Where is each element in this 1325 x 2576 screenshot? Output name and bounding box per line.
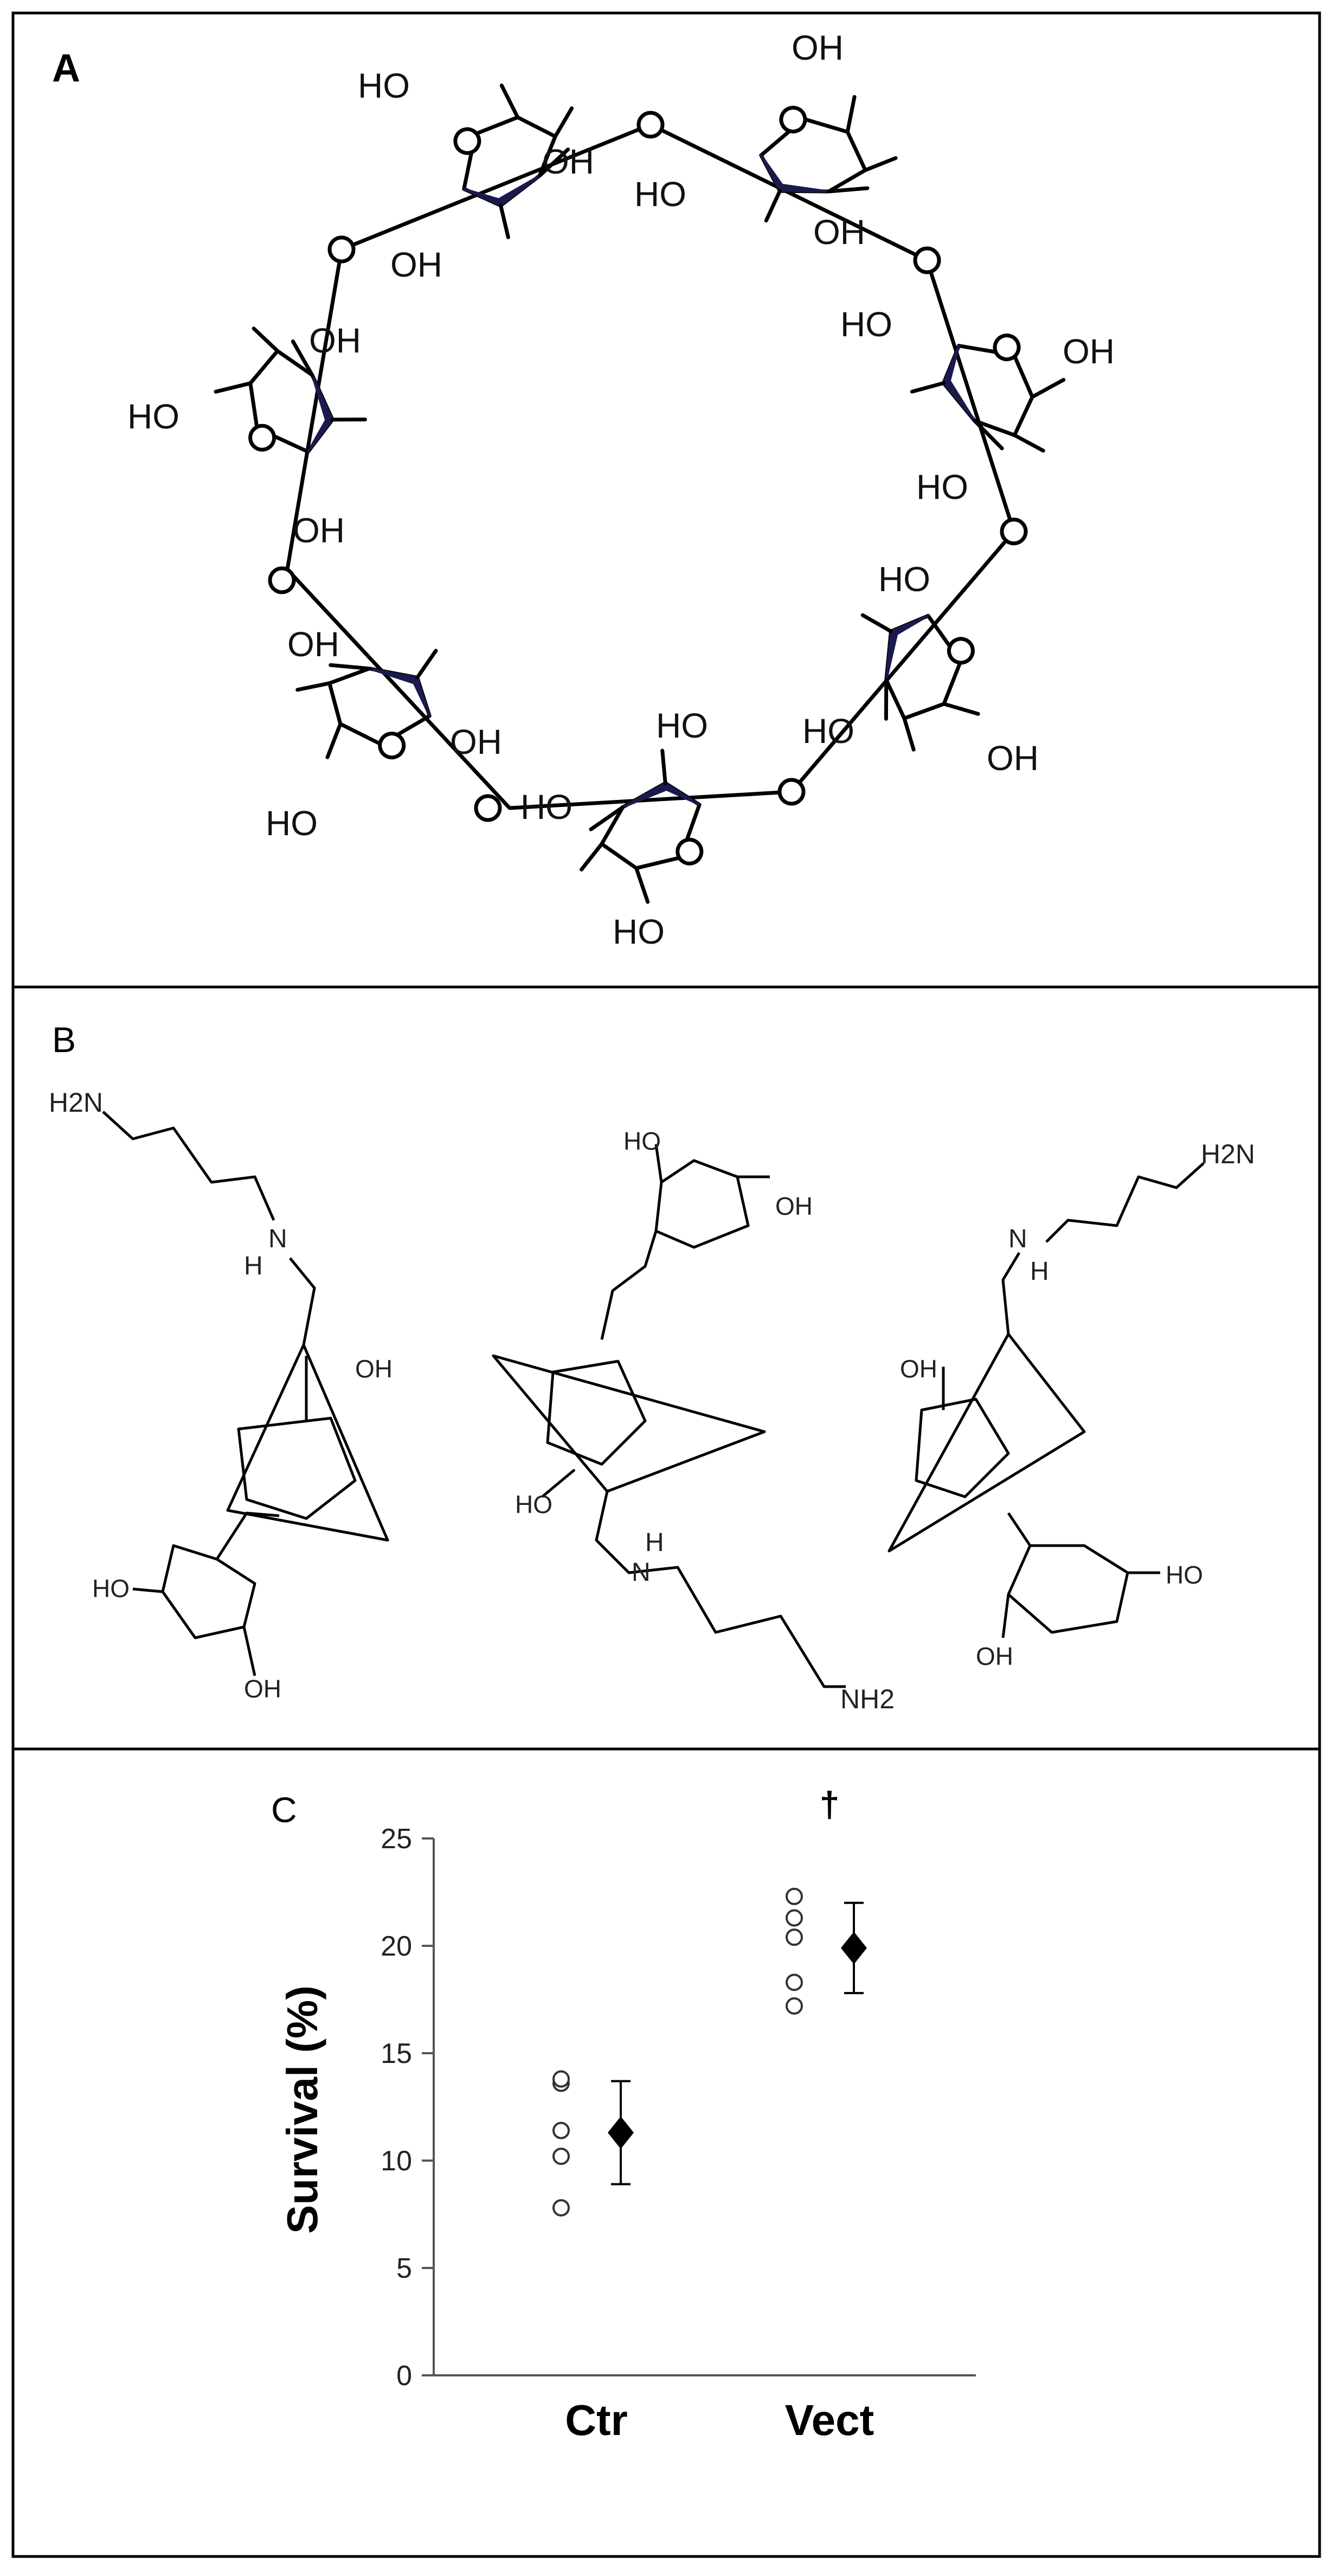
oh-label: OH <box>244 1675 281 1703</box>
vector-molecule-middle: HO OH HO H N NH2 <box>492 1127 895 1714</box>
individual-point <box>552 2148 570 2165</box>
individual-point <box>552 2199 570 2217</box>
y-tick-label: 0 <box>396 2360 412 2392</box>
oh-label: HO <box>623 1127 661 1155</box>
individual-point <box>786 1997 803 2015</box>
glucose-unit-5 <box>564 746 715 912</box>
glucose-unit-3 <box>903 316 1084 486</box>
oh-label: HO <box>878 560 930 599</box>
panel-b: B H2N N H OH HO OH <box>49 1020 1255 1714</box>
survival-chart: Survival (%) † 0 5 10 15 20 25 Ctr Vect <box>278 1784 976 2444</box>
mean-marker <box>608 2116 634 2149</box>
category-label: Ctr <box>565 2396 628 2444</box>
amine-n-label: N <box>632 1558 651 1587</box>
oh-label: HO <box>840 305 892 344</box>
y-axis-title: Survival (%) <box>278 1985 326 2234</box>
oh-label: OH <box>775 1192 813 1220</box>
oh-label: HO <box>127 397 179 436</box>
y-ticks: 0 5 10 15 20 25 <box>381 1823 434 2392</box>
y-tick-label: 25 <box>381 1823 412 1855</box>
amine-n-label: N <box>1008 1225 1027 1253</box>
oh-label: HO <box>1166 1561 1203 1589</box>
glycosidic-links <box>285 123 1016 810</box>
y-tick-label: 15 <box>381 2038 412 2069</box>
oh-label: OH <box>355 1355 393 1383</box>
oh-label: HO <box>358 66 410 105</box>
data-points <box>552 1887 803 2217</box>
individual-point <box>786 1973 803 1991</box>
x-categories: Ctr Vect <box>565 2396 874 2444</box>
amine-h-label: H <box>1030 1257 1049 1286</box>
oh-label: HO <box>656 706 708 745</box>
oh-label: HO <box>520 787 573 826</box>
hydroxyl-labels: HO OH OH OH HO OH HO OH HO HO HO OH HO H… <box>127 28 1115 951</box>
vector-molecule-left: H2N N H OH HO OH <box>49 1087 393 1703</box>
oh-label: OH <box>1063 332 1115 371</box>
individual-point <box>786 1887 803 1905</box>
oh-label: HO <box>916 467 968 507</box>
oh-label: OH <box>293 511 345 550</box>
vector-molecule-right: H2N N H OH HO OH <box>887 1139 1255 1670</box>
amine-n-label: N <box>268 1225 287 1253</box>
individual-point <box>786 1909 803 1927</box>
oh-label: HO <box>802 712 854 751</box>
panel-c-letter: C <box>271 1790 297 1830</box>
amine-h-label: H <box>244 1252 263 1280</box>
oh-label: OH <box>542 142 594 181</box>
amine-label: H2N <box>1201 1139 1255 1169</box>
amine-label: NH2 <box>840 1684 895 1714</box>
oh-label: HO <box>515 1490 552 1518</box>
oh-label: OH <box>309 321 361 360</box>
oh-label: OH <box>976 1642 1013 1670</box>
oh-label: HO <box>266 804 318 843</box>
oh-label: OH <box>813 213 865 252</box>
oh-label: OH <box>287 625 339 664</box>
individual-point <box>786 1928 803 1946</box>
annotation-dagger: † <box>820 1784 840 1824</box>
oh-label: OH <box>987 739 1039 778</box>
panel-a: A <box>52 28 1115 951</box>
panel-a-letter: A <box>52 47 80 90</box>
oh-label: OH <box>450 722 502 761</box>
oh-label: OH <box>390 245 442 284</box>
individual-point <box>552 2122 570 2139</box>
amine-h-label: H <box>645 1528 664 1557</box>
oh-label: HO <box>634 175 686 214</box>
y-tick-label: 10 <box>381 2145 412 2177</box>
figure-frame <box>11 11 1321 2558</box>
panel-b-letter: B <box>52 1020 76 1060</box>
oh-label: HO <box>92 1574 130 1603</box>
amine-label: H2N <box>49 1087 103 1118</box>
oh-label: HO <box>613 912 665 951</box>
mean-markers <box>608 1901 867 2186</box>
y-tick-label: 5 <box>396 2253 412 2284</box>
panel-c: C Survival (%) † 0 5 10 15 20 25 Ctr Vect <box>271 1784 976 2444</box>
bridge-oxygens <box>268 111 1028 822</box>
individual-point <box>552 2070 570 2088</box>
oh-label: OH <box>792 28 844 67</box>
category-label: Vect <box>785 2396 874 2444</box>
oh-label: OH <box>900 1355 937 1383</box>
mean-marker <box>841 1931 867 1964</box>
cyclodextrin-structure: HO OH OH OH HO OH HO OH HO HO HO OH HO H… <box>127 28 1115 951</box>
y-tick-label: 20 <box>381 1931 412 1962</box>
